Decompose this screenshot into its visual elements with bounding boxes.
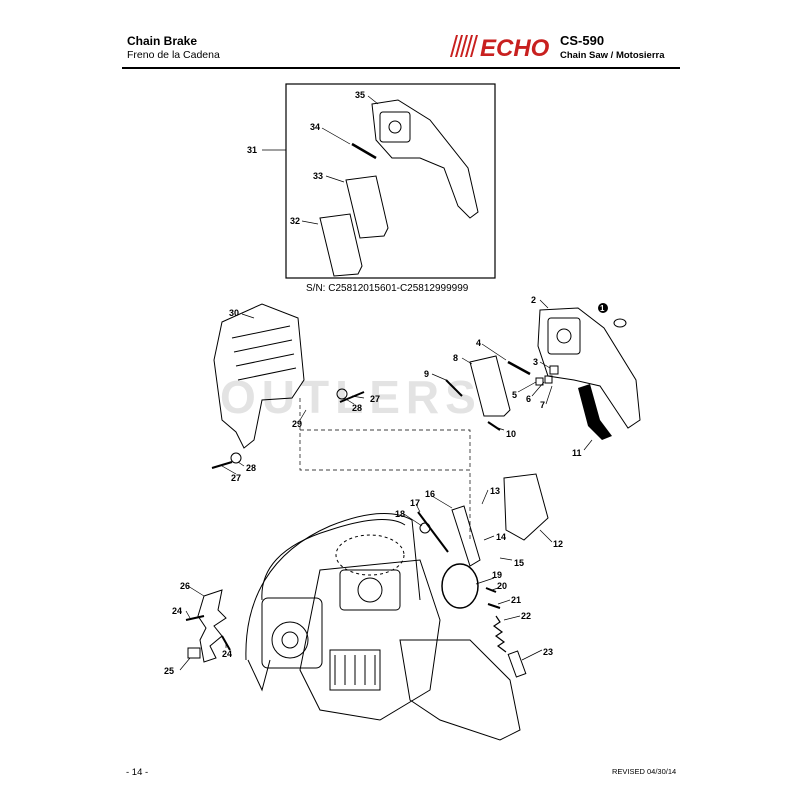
callout-25: 25 bbox=[164, 666, 174, 676]
callout-22: 22 bbox=[521, 611, 531, 621]
callout-31: 31 bbox=[247, 145, 257, 155]
callout-1: 1 bbox=[600, 304, 605, 313]
lever-11 bbox=[578, 384, 612, 440]
nut-1 bbox=[613, 318, 627, 328]
washer-28-lower bbox=[230, 452, 242, 464]
callout-24-lower: 24 bbox=[222, 649, 232, 659]
callout-11: 11 bbox=[572, 448, 582, 458]
callout-19: 19 bbox=[492, 570, 502, 580]
serial-number-note: S/N: C25812015601-C25812999999 bbox=[306, 283, 469, 294]
callout-15: 15 bbox=[514, 558, 524, 568]
link-16 bbox=[451, 505, 481, 567]
part-17 bbox=[417, 511, 449, 553]
logo-text: ECHO bbox=[480, 35, 550, 61]
inset-plate-33 bbox=[345, 175, 389, 239]
assembly-dashed-lines bbox=[299, 398, 471, 540]
pin-4 bbox=[507, 360, 531, 376]
callout-21: 21 bbox=[511, 595, 521, 605]
part-20 bbox=[485, 587, 497, 593]
brake-band-cover bbox=[537, 307, 641, 429]
bolt-27-lower bbox=[211, 461, 233, 469]
callout-33: 33 bbox=[313, 171, 323, 181]
spike-bracket-26 bbox=[197, 589, 227, 663]
callout-30: 30 bbox=[229, 308, 239, 318]
callout-8: 8 bbox=[453, 353, 458, 363]
model-number: CS-590 bbox=[560, 33, 605, 48]
revision-date: REVISED 04/30/14 bbox=[612, 767, 677, 776]
screw-9 bbox=[445, 379, 463, 397]
callout-23: 23 bbox=[543, 647, 553, 657]
callout-32: 32 bbox=[290, 216, 300, 226]
callout-29: 29 bbox=[292, 419, 302, 429]
part-3 bbox=[549, 365, 559, 375]
part-21 bbox=[487, 603, 501, 609]
part-23 bbox=[507, 650, 527, 678]
washer-28-upper bbox=[336, 388, 348, 400]
spring-22 bbox=[492, 615, 507, 653]
callout-34: 34 bbox=[310, 122, 320, 132]
callout-27-lower: 27 bbox=[231, 473, 241, 483]
part-6 bbox=[544, 375, 553, 384]
callout-6: 6 bbox=[526, 394, 531, 404]
main-callouts: 30 2 1 4 3 8 9 5 6 7 27 28 29 10 11 28 2… bbox=[164, 295, 605, 676]
callout-18: 18 bbox=[395, 509, 405, 519]
inset-frame bbox=[285, 83, 496, 279]
callout-13: 13 bbox=[490, 486, 500, 496]
inset-callouts: 35 34 31 33 32 bbox=[247, 90, 365, 226]
inset-plate-32 bbox=[319, 213, 363, 277]
callout-14: 14 bbox=[496, 532, 506, 542]
callout-4: 4 bbox=[476, 338, 481, 348]
hand-guard bbox=[213, 303, 305, 449]
page-subtitle: Freno de la Cadena bbox=[127, 49, 220, 61]
model-description: Chain Saw / Motosierra bbox=[560, 50, 665, 61]
callout-17: 17 bbox=[410, 498, 420, 508]
callout-12: 12 bbox=[553, 539, 563, 549]
callout-28-lower: 28 bbox=[246, 463, 256, 473]
plate-12 bbox=[503, 473, 549, 541]
page-title: Chain Brake bbox=[127, 34, 198, 48]
screw-24-upper bbox=[185, 615, 205, 621]
screw-10 bbox=[487, 421, 501, 431]
callout-marker-1 bbox=[598, 303, 608, 313]
header-divider bbox=[122, 67, 680, 69]
inset-pin bbox=[351, 142, 377, 160]
page-number: - 14 - bbox=[126, 767, 149, 778]
callout-24-upper: 24 bbox=[172, 606, 182, 616]
plate-8 bbox=[469, 355, 511, 417]
callout-10: 10 bbox=[506, 429, 516, 439]
callout-3: 3 bbox=[533, 357, 538, 367]
callout-28-upper: 28 bbox=[352, 403, 362, 413]
callout-9: 9 bbox=[424, 369, 429, 379]
callout-20: 20 bbox=[497, 581, 507, 591]
part-18 bbox=[419, 522, 431, 534]
echo-logo: ECHO bbox=[450, 35, 550, 61]
chainsaw-body bbox=[245, 512, 521, 741]
bolt-27-upper bbox=[339, 391, 365, 403]
callout-5: 5 bbox=[512, 390, 517, 400]
inset-brake-guard bbox=[371, 99, 479, 219]
callout-26: 26 bbox=[180, 581, 190, 591]
callout-35: 35 bbox=[355, 90, 365, 100]
callout-27-upper: 27 bbox=[370, 394, 380, 404]
callout-2: 2 bbox=[531, 295, 536, 305]
part-5 bbox=[535, 377, 544, 386]
callout-16: 16 bbox=[425, 489, 435, 499]
brake-band-19 bbox=[441, 563, 479, 609]
callout-7: 7 bbox=[540, 400, 545, 410]
part-25 bbox=[187, 647, 201, 659]
watermark: OUTLERS bbox=[220, 371, 482, 423]
